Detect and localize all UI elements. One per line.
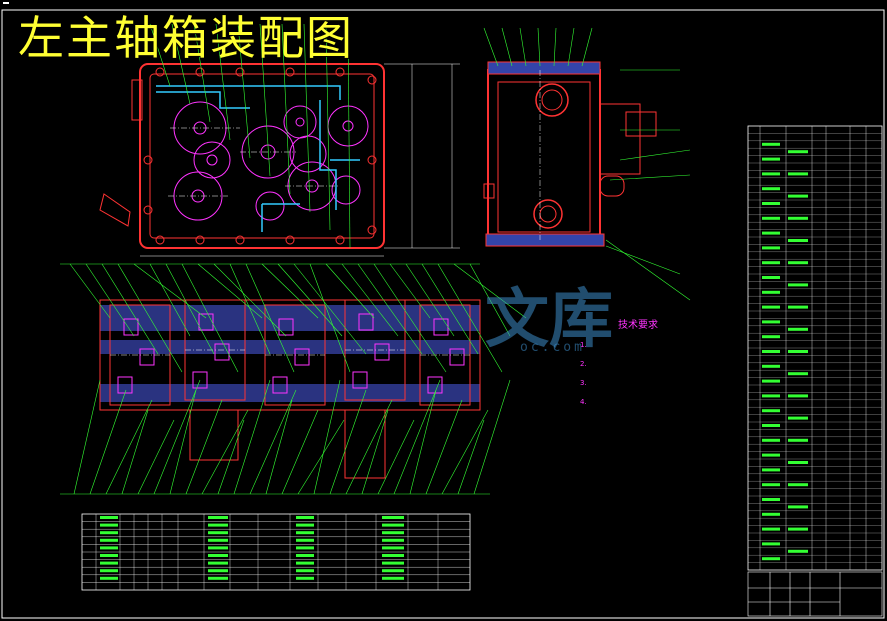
gear-9 [331, 175, 361, 205]
drawing-frame [1, 9, 885, 619]
tech-requirements-title: 技术要求 [618, 320, 658, 331]
gear-5 [283, 105, 317, 139]
side-motor-mount [599, 103, 641, 175]
side-bearing-bottom [533, 199, 563, 229]
bill-of-materials [747, 125, 883, 571]
leader-lines [60, 23, 691, 495]
bolt-holes [143, 67, 377, 245]
oil-pipes [156, 85, 360, 232]
gear-8 [289, 135, 327, 173]
front-view [99, 63, 460, 257]
gear-6 [327, 105, 369, 147]
sheet-number-tag [3, 2, 9, 4]
section-band-bottom [100, 384, 480, 402]
tech-note: 1. [580, 341, 587, 349]
title-block [747, 571, 883, 617]
side-base [485, 233, 605, 247]
drawing-title: 左主轴箱装配图 [18, 11, 354, 65]
gear-train [173, 101, 369, 221]
side-casing [487, 69, 601, 243]
lower-housing [189, 409, 386, 479]
watermark-url: oc.com [520, 340, 585, 355]
gear-2 [193, 141, 231, 179]
tech-note: 4. [580, 398, 587, 406]
section-band-top [100, 305, 480, 331]
casing-outer [139, 63, 385, 249]
side-bearing-top [535, 83, 569, 117]
gear-parameter-table [81, 513, 471, 591]
section-view [99, 299, 481, 479]
oil-plug [99, 193, 131, 227]
dimension-lines [140, 63, 460, 257]
tech-note: 3. [580, 379, 587, 387]
tech-requirements-list: 1. 2. 3. 4. [580, 340, 587, 408]
casing-left-flange [131, 79, 143, 121]
watermark: 文库 [485, 282, 613, 357]
tech-note: 2. [580, 360, 587, 368]
side-view [483, 61, 657, 247]
side-top-cover [487, 61, 601, 75]
